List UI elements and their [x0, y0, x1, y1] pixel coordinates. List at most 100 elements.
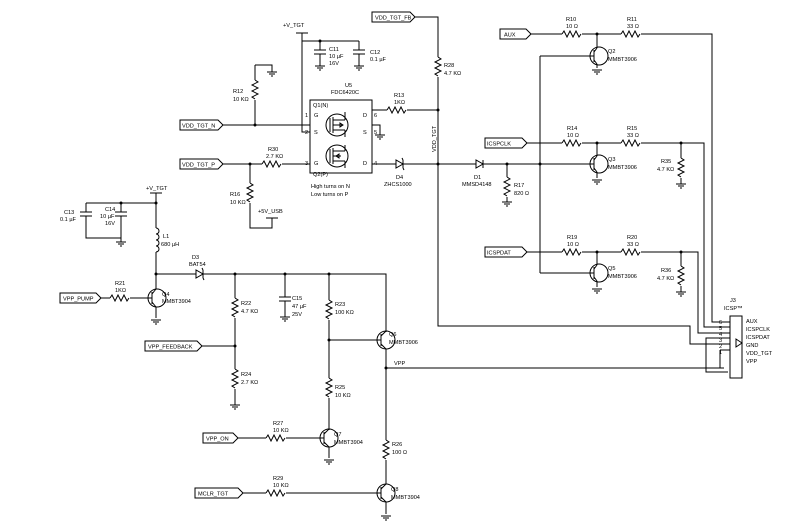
svg-text:R23: R23 [335, 302, 345, 308]
svg-text:100 Ω: 100 Ω [392, 450, 407, 456]
svg-text:R35: R35 [661, 159, 671, 165]
svg-text:G: G [314, 161, 318, 167]
svg-text:820 Ω: 820 Ω [514, 191, 529, 197]
wire-vdd-fb [415, 16, 439, 57]
resistor-r25: R25 10 KΩ [325, 377, 351, 430]
svg-text:MMBT3904: MMBT3904 [334, 440, 363, 446]
svg-text:10 KΩ: 10 KΩ [273, 483, 289, 489]
resistor-r29: R29 10 KΩ [265, 476, 289, 497]
svg-text:S: S [314, 130, 318, 136]
svg-text:D: D [363, 113, 367, 119]
diode-d4: D4 ZHCS1000 [384, 157, 412, 188]
wire-icspclk-to-j3 [641, 142, 724, 328]
capacitor-c14: C14 10 µF 16V [100, 207, 127, 247]
svg-text:1: 1 [305, 113, 308, 119]
svg-text:R30: R30 [268, 147, 278, 153]
svg-text:MMBT3906: MMBT3906 [608, 57, 637, 63]
net-flag-icspclk: ICSPCLK [484, 137, 528, 149]
svg-text:Q2: Q2 [608, 49, 615, 55]
svg-text:C15: C15 [292, 296, 302, 302]
svg-text:16V: 16V [105, 221, 115, 227]
svg-text:VDD_TGT: VDD_TGT [746, 351, 773, 357]
svg-text:Q5: Q5 [608, 266, 615, 272]
svg-text:MMBT3904: MMBT3904 [162, 299, 191, 305]
svg-text:R13: R13 [394, 93, 404, 99]
svg-text:1: 1 [719, 350, 722, 356]
svg-text:R15: R15 [627, 126, 637, 132]
net-flag-mclr-tgt: MCLR_TGT [194, 487, 244, 499]
svg-text:R21: R21 [115, 281, 125, 287]
resistor-r19: R19 10 Ω [561, 235, 582, 256]
svg-text:S: S [363, 130, 367, 136]
svg-text:R29: R29 [273, 476, 283, 482]
svg-text:MMBT3906: MMBT3906 [608, 274, 637, 280]
transistor-q3: Q3 MMBT3906 [540, 143, 637, 185]
svg-text:10 KΩ: 10 KΩ [230, 200, 246, 206]
resistor-r16: R16 10 KΩ +5V_USB [230, 164, 283, 229]
resistor-r35: R35 4.7 KΩ [657, 143, 687, 189]
net-flag-vpp-pump: VPP_PUMP [59, 292, 102, 304]
svg-text:5: 5 [719, 326, 722, 332]
svg-text:6: 6 [719, 320, 722, 326]
svg-text:10 µF: 10 µF [100, 214, 115, 220]
net-flag-vdd-tgt-n: VDD_TGT_N [179, 119, 224, 131]
vtgt-top-rail: +V_TGT [283, 23, 360, 133]
svg-text:D: D [363, 161, 367, 167]
svg-text:VDD_TGT_N: VDD_TGT_N [182, 124, 215, 130]
svg-text:R10: R10 [566, 17, 576, 23]
svg-text:G: G [314, 113, 318, 119]
svg-text:MMSD4148: MMSD4148 [462, 182, 492, 188]
svg-text:10 µF: 10 µF [329, 54, 344, 60]
svg-text:R28: R28 [444, 63, 454, 69]
svg-text:R22: R22 [241, 301, 251, 307]
resistor-r14: R14 10 Ω [561, 126, 582, 147]
resistor-r28: R28 4.7 KΩ [434, 56, 461, 77]
svg-text:2: 2 [305, 130, 308, 136]
svg-text:6: 6 [374, 113, 377, 119]
resistor-r15: R15 33 Ω [620, 126, 641, 147]
svg-text:+5V_USB: +5V_USB [258, 209, 283, 215]
svg-text:VPP_ON: VPP_ON [206, 437, 229, 443]
svg-text:Q4: Q4 [162, 292, 169, 298]
svg-text:L1: L1 [163, 234, 169, 240]
svg-text:4.7 KΩ: 4.7 KΩ [657, 167, 674, 173]
resistor-r36: R36 4.7 KΩ [657, 252, 687, 297]
svg-text:2: 2 [719, 344, 722, 350]
resistor-r24: R24 2.7 KΩ [229, 368, 258, 410]
svg-text:J3: J3 [730, 298, 736, 304]
net-flag-vdd-tgt-p: VDD_TGT_P [179, 158, 224, 170]
net-flag-icspdat: ICSPDAT [484, 246, 528, 258]
mosfet-u5: U5 FDC6420C Q1(N) Q2(P) 1 6 2 3 5 4 G D … [305, 83, 377, 198]
svg-text:4: 4 [719, 332, 722, 338]
svg-text:0.1 µF: 0.1 µF [370, 57, 387, 63]
svg-text:ICSPCLK: ICSPCLK [746, 327, 770, 333]
resistor-r22: R22 4.7 KΩ [231, 274, 258, 369]
svg-text:R14: R14 [567, 126, 577, 132]
svg-text:47 µF: 47 µF [292, 304, 307, 310]
svg-text:5: 5 [374, 130, 377, 136]
transistor-q7: Q7 MMBT3904 [319, 428, 363, 465]
resistor-r30: R30 2.7 KΩ [261, 147, 283, 168]
resistor-r13: R13 1KΩ [386, 93, 407, 114]
vtgt-left-rail: +V_TGT [85, 186, 168, 228]
svg-text:4.7 KΩ: 4.7 KΩ [444, 71, 461, 77]
svg-text:ZHCS1000: ZHCS1000 [384, 182, 412, 188]
svg-text:10 Ω: 10 Ω [566, 24, 578, 30]
svg-text:ICSPDAT: ICSPDAT [487, 251, 511, 257]
resistor-r17: R17 820 Ω [501, 164, 529, 207]
svg-text:2.7 KΩ: 2.7 KΩ [241, 380, 258, 386]
svg-text:R26: R26 [392, 442, 402, 448]
wire-icspdat-to-j3 [641, 251, 724, 334]
svg-text:Q2(P): Q2(P) [313, 172, 328, 178]
svg-text:D1: D1 [474, 175, 481, 181]
svg-text:AUX: AUX [746, 319, 758, 325]
svg-text:VDD_TGT_P: VDD_TGT_P [182, 163, 215, 169]
wire-aux-to-j3 [641, 33, 724, 323]
svg-text:R24: R24 [241, 372, 251, 378]
net-flag-vpp-feedback: VPP_FEEDBACK [144, 340, 203, 352]
svg-text:R12: R12 [233, 89, 243, 95]
capacitor-c13: C13 0.1 µF [60, 210, 121, 239]
svg-text:VPP_FEEDBACK: VPP_FEEDBACK [148, 345, 193, 351]
net-flag-vdd-tgt-fb: VDD_TGT_FB [371, 11, 416, 23]
